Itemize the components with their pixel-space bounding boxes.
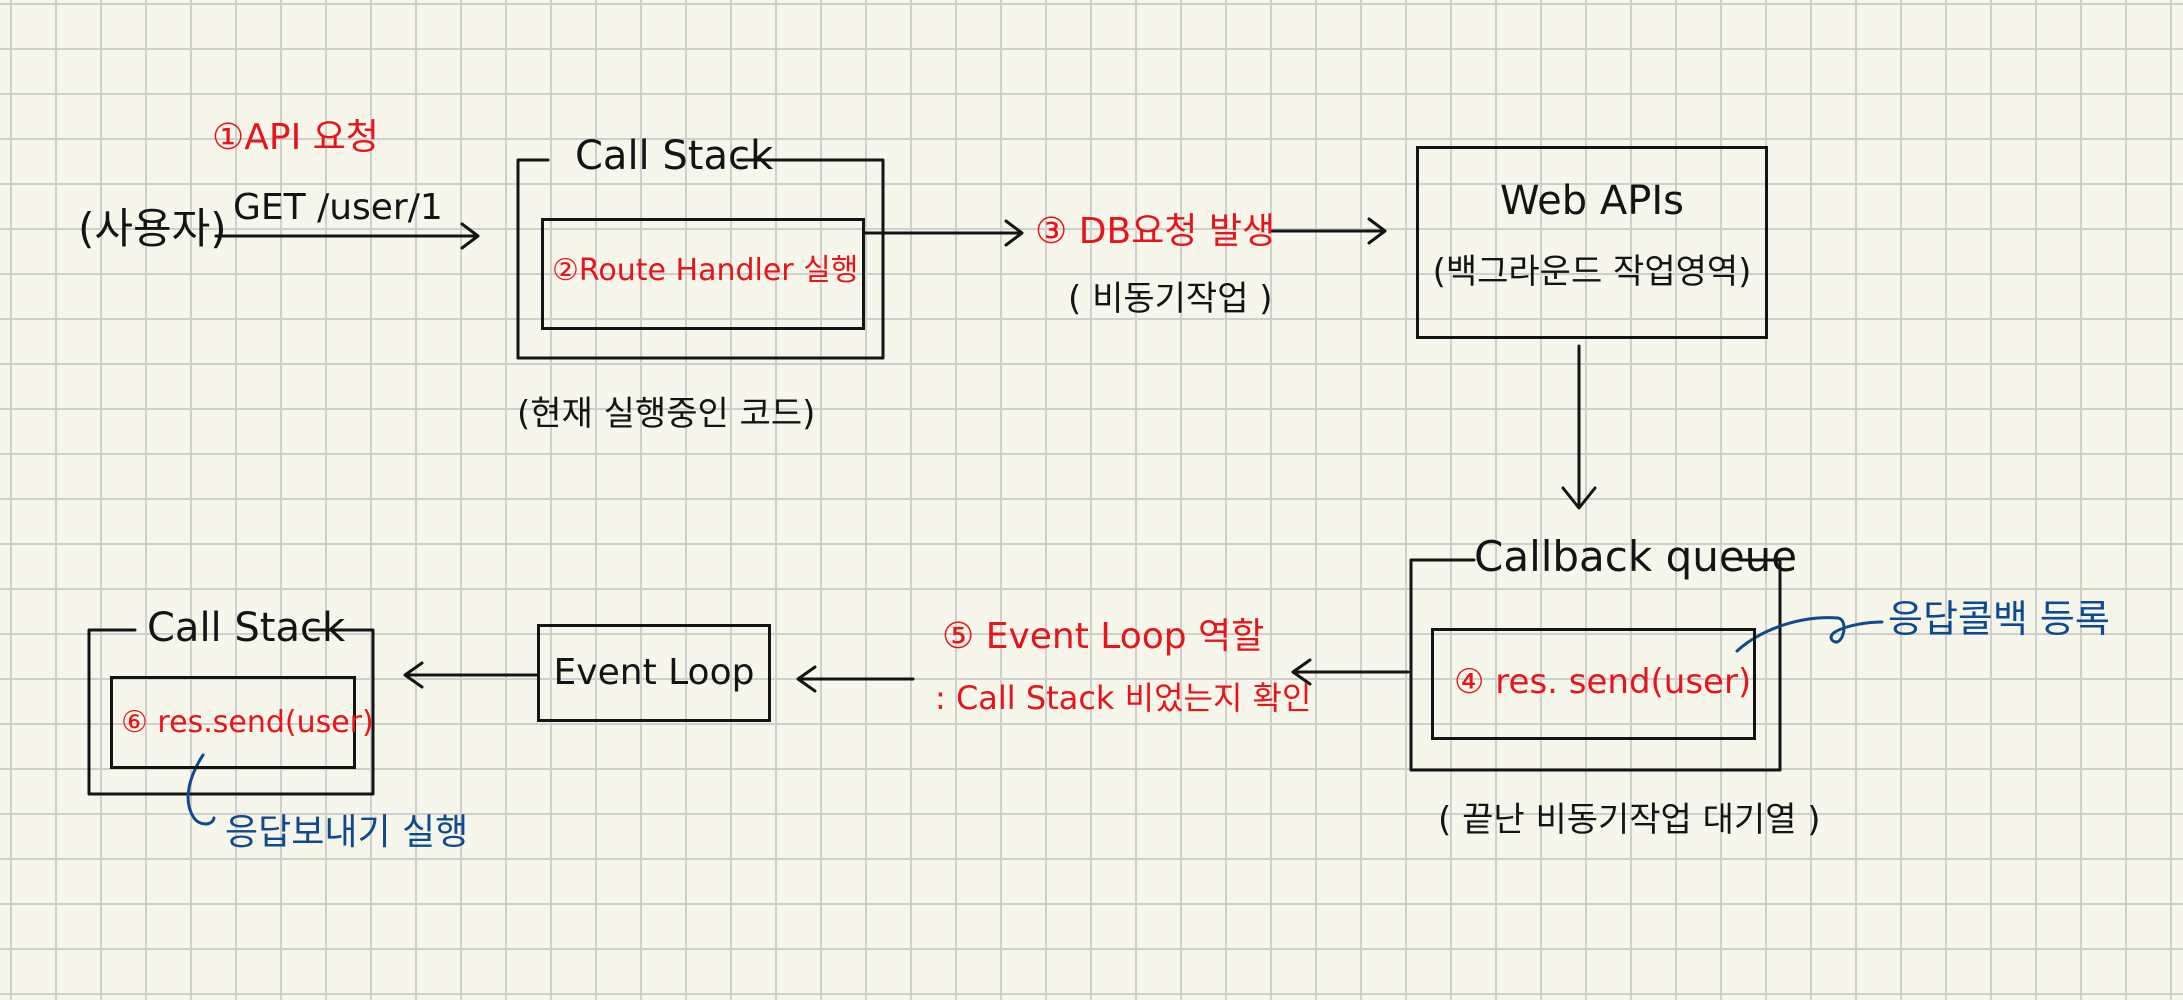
event-loop-box: Event Loop bbox=[537, 624, 771, 722]
step1-api-request-label: ①API 요청 bbox=[212, 117, 379, 158]
step3-db-request-label: ③ DB요청 발생 bbox=[1035, 211, 1276, 252]
arrow-user-to-callstack bbox=[214, 222, 480, 250]
get-request-label: GET /user/1 bbox=[233, 187, 443, 228]
web-apis-box: Web APIs (백그라운드 작업영역) bbox=[1416, 146, 1768, 339]
user-label: (사용자) bbox=[78, 204, 227, 253]
arrow-db-to-webapis bbox=[1270, 217, 1387, 245]
event-loop-label: Event Loop bbox=[553, 652, 755, 693]
callstack1-note: (현재 실행중인 코드) bbox=[517, 394, 816, 434]
step6-res-send-label: ⑥ res.send(user) bbox=[121, 705, 374, 740]
callback-queue-title: Callback queue bbox=[1474, 532, 1798, 581]
step5-check-callstack-label: : Call Stack 비었는지 확인 bbox=[935, 679, 1312, 717]
res-send-execution-box: ⑥ res.send(user) bbox=[110, 676, 374, 769]
step5-event-loop-role-label: ⑤ Event Loop 역할 bbox=[942, 616, 1265, 657]
arrow-step5-to-eventloop bbox=[796, 665, 915, 693]
route-handler-box: ②Route Handler 실행 bbox=[541, 218, 865, 330]
callback-queue-note: ( 끝난 비동기작업 대기열 ) bbox=[1438, 800, 1821, 840]
step4-res-send-label: ④ res. send(user) bbox=[1454, 662, 1752, 702]
callstack1-title: Call Stack bbox=[575, 133, 774, 179]
res-send-queue-box: ④ res. send(user) bbox=[1431, 628, 1756, 740]
callback-queue-frame-outline bbox=[1409, 558, 1782, 772]
web-apis-note: (백그라운드 작업영역) bbox=[1432, 252, 1752, 292]
arrow-eventloop-to-callstack bbox=[403, 661, 539, 689]
callstack2-frame-outline bbox=[87, 628, 375, 796]
arrow-handler-to-db bbox=[863, 219, 1024, 247]
step2-route-handler-label: ②Route Handler 실행 bbox=[552, 253, 859, 288]
callstack1-frame-outline bbox=[516, 158, 885, 360]
callstack2-title: Call Stack bbox=[147, 605, 346, 651]
arrow-webapis-to-queue bbox=[1561, 344, 1597, 510]
leader-callback-register bbox=[1735, 616, 1884, 653]
leader-send-note bbox=[186, 753, 216, 826]
async-task-note: ( 비동기작업 ) bbox=[1068, 279, 1273, 319]
arrow-queue-to-eventloop bbox=[1291, 658, 1410, 686]
web-apis-title: Web APIs bbox=[1499, 178, 1685, 224]
callback-register-note: 응답콜백 등록 bbox=[1888, 597, 2110, 641]
send-response-note: 응답보내기 실행 bbox=[225, 812, 469, 853]
